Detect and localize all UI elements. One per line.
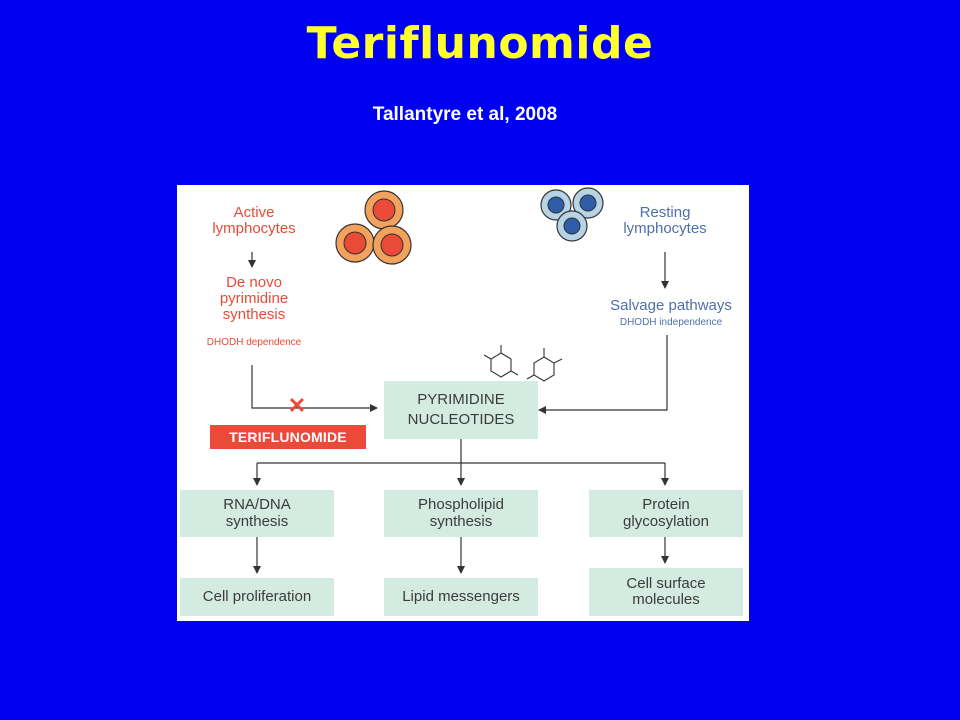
resting-lymphocytes-line: lymphocytes	[623, 219, 707, 237]
salvage-pathways-label: Salvage pathways	[610, 297, 732, 314]
dhodh-independence-label: DHODH independence	[619, 317, 723, 328]
slide-citation: Tallantyre et al, 2008	[372, 104, 558, 125]
phospholipid-line: synthesis	[429, 512, 493, 530]
active-lymphocytes-line: lymphocytes	[212, 219, 296, 237]
dhodh-dependence-label: DHODH dependence	[206, 337, 302, 348]
rna-dna-line: synthesis	[225, 512, 289, 530]
resting-lymphocytes-icon	[540, 187, 604, 242]
pyrimidine-structure-icon	[483, 345, 563, 382]
pyrimidine-nucleotides-box: PYRIMIDINE NUCLEOTIDES	[384, 381, 538, 439]
active-lymphocytes-label: Active lymphocytes	[199, 205, 309, 237]
pyrimidine-nucleotides-line: NUCLEOTIDES	[407, 411, 515, 428]
phospholipid-synthesis-box: Phospholipid synthesis	[384, 490, 538, 537]
cell-surface-line: molecules	[632, 591, 700, 608]
protein-glycosylation-box: Protein glycosylation	[589, 490, 743, 537]
pathway-diagram: Active lymphocytes De novo pyrimidine sy…	[177, 185, 749, 621]
de-novo-line: pyrimidine	[219, 289, 289, 307]
protein-line: glycosylation	[623, 512, 709, 530]
protein-line: Protein	[642, 496, 690, 513]
cell-proliferation-text: Cell proliferation	[202, 587, 312, 605]
lipid-messengers-box: Lipid messengers	[384, 578, 538, 616]
active-lymphocytes-line: Active	[233, 204, 275, 221]
teriflunomide-label: TERIFLUNOMIDE	[210, 425, 366, 449]
rna-dna-line: RNA/DNA	[223, 496, 291, 513]
lipid-messengers-text: Lipid messengers	[402, 587, 520, 605]
de-novo-line: De novo	[226, 274, 282, 291]
resting-lymphocytes-label: Resting lymphocytes	[610, 205, 720, 237]
rna-dna-synthesis-box: RNA/DNA synthesis	[180, 490, 334, 537]
pyrimidine-nucleotides-line: PYRIMIDINE	[417, 390, 505, 408]
cell-surface-line: Cell surface	[626, 574, 706, 592]
cell-surface-molecules-box: Cell surface molecules	[589, 568, 743, 616]
phospholipid-line: Phospholipid	[418, 496, 504, 513]
slide-title: Teriflunomide	[306, 18, 654, 69]
active-lymphocytes-icon	[335, 190, 412, 265]
inhibition-x-icon: ✕	[287, 393, 307, 418]
de-novo-line: synthesis	[222, 305, 286, 323]
de-novo-label: De novo pyrimidine synthesis	[199, 275, 309, 322]
resting-lymphocytes-line: Resting	[639, 204, 691, 221]
diagram-graphics	[248, 187, 669, 574]
cell-proliferation-box: Cell proliferation	[180, 578, 334, 616]
